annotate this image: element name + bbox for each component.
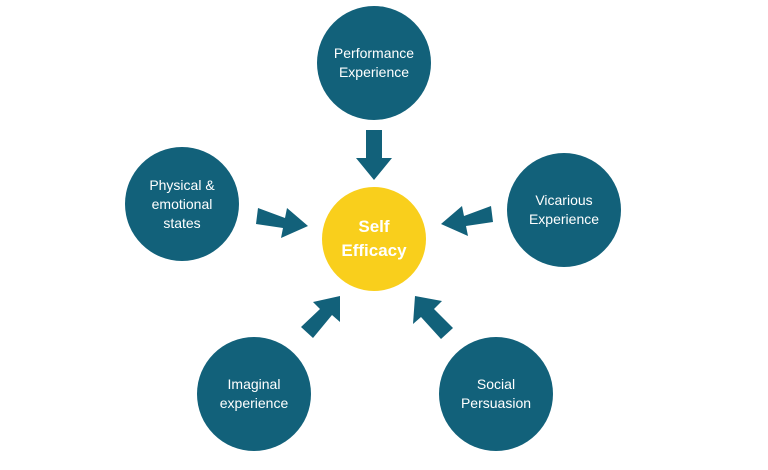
physical-emotional-states-label: Physical & emotional states (149, 176, 215, 231)
social-persuasion-node: Social Persuasion (439, 337, 553, 451)
vicarious-experience-node: Vicarious Experience (507, 153, 621, 267)
social-persuasion-label: Social Persuasion (460, 376, 532, 411)
performance-experience-node: Performance Experience (317, 6, 431, 120)
performance-experience-label: Performance Experience (333, 45, 415, 80)
self-efficacy-label: Self Efficacy (341, 217, 407, 260)
arrow-performance-to-center (356, 130, 392, 180)
imaginal-experience-node: Imaginal experience (197, 337, 311, 451)
self-efficacy-center-node: Self Efficacy (322, 187, 426, 291)
arrow-vicarious-to-center (441, 206, 493, 236)
vicarious-experience-label: Vicarious Experience (528, 192, 600, 227)
physical-emotional-states-node: Physical & emotional states (125, 147, 239, 261)
imaginal-experience-label: Imaginal experience (219, 376, 289, 411)
arrow-social-to-center (413, 296, 453, 339)
arrow-physical-to-center (256, 208, 308, 238)
arrow-imaginal-to-center (301, 296, 340, 338)
